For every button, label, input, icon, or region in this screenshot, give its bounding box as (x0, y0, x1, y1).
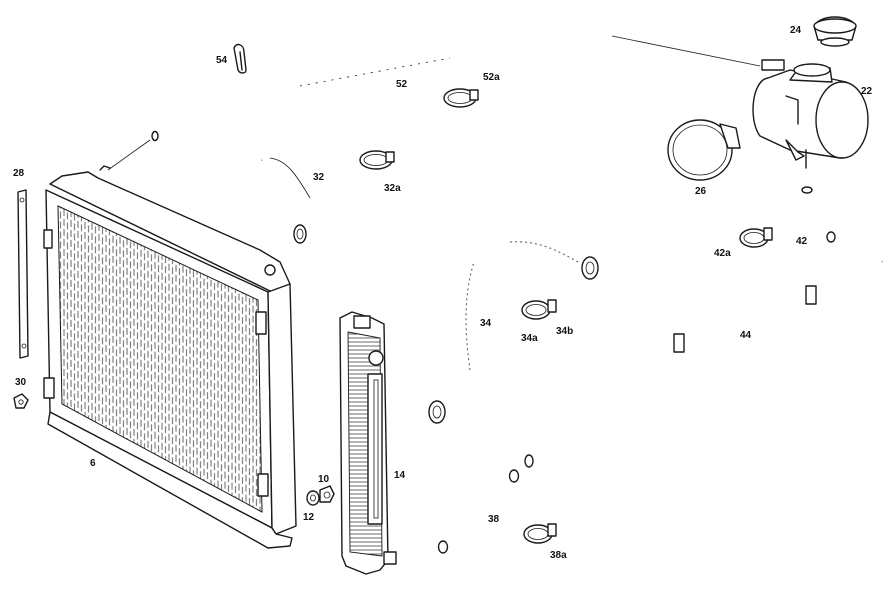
label-28: 28 (13, 168, 25, 179)
part-labels: 6 10 12 14 22 24 26 28 30 32 32a 34 34a … (13, 25, 873, 561)
label-38a: 38a (550, 550, 567, 561)
hose-42-drawing (801, 186, 836, 243)
label-14: 14 (394, 470, 406, 481)
label-32a: 32a (384, 183, 401, 194)
label-10: 10 (318, 474, 330, 485)
label-34b: 34b (556, 326, 573, 337)
hose-52-drawing (151, 30, 608, 142)
strap-drawing (17, 189, 29, 359)
hose-38-drawing (437, 469, 520, 554)
hose-clip-42a-drawing (739, 227, 773, 248)
label-26: 26 (695, 186, 707, 197)
hose-32-drawing (257, 147, 334, 244)
oil-cooler-drawing (339, 311, 397, 575)
hose-clip-34-drawing (521, 299, 557, 320)
hose-clip-52a-drawing (443, 88, 479, 108)
label-44: 44 (740, 330, 752, 341)
label-54: 54 (216, 55, 228, 66)
label-30: 30 (15, 377, 27, 388)
label-12: 12 (303, 512, 315, 523)
hose-clip-32a-drawing (359, 150, 395, 170)
label-6: 6 (90, 458, 96, 469)
expansion-tank-drawing (752, 59, 869, 169)
label-34a: 34a (521, 333, 538, 344)
label-42a: 42a (714, 248, 731, 259)
drain-plug-drawing (319, 485, 335, 503)
radiator-drawing (43, 165, 297, 549)
label-38: 38 (488, 514, 500, 525)
nut-drawing (13, 393, 29, 409)
clamp-26-drawing (667, 119, 741, 181)
pipe-44-drawing (524, 259, 886, 468)
washer-drawing (306, 490, 320, 506)
label-52a: 52a (483, 72, 500, 83)
label-34: 34 (480, 318, 492, 329)
hose-clip-38a-drawing (523, 523, 557, 544)
clip-54-drawing (233, 43, 247, 74)
label-24: 24 (790, 25, 802, 36)
hose-34-drawing (428, 224, 599, 424)
label-22: 22 (861, 86, 873, 97)
label-52: 52 (396, 79, 408, 90)
filler-cap-drawing (813, 16, 857, 47)
label-42: 42 (796, 236, 808, 247)
label-32: 32 (313, 172, 325, 183)
